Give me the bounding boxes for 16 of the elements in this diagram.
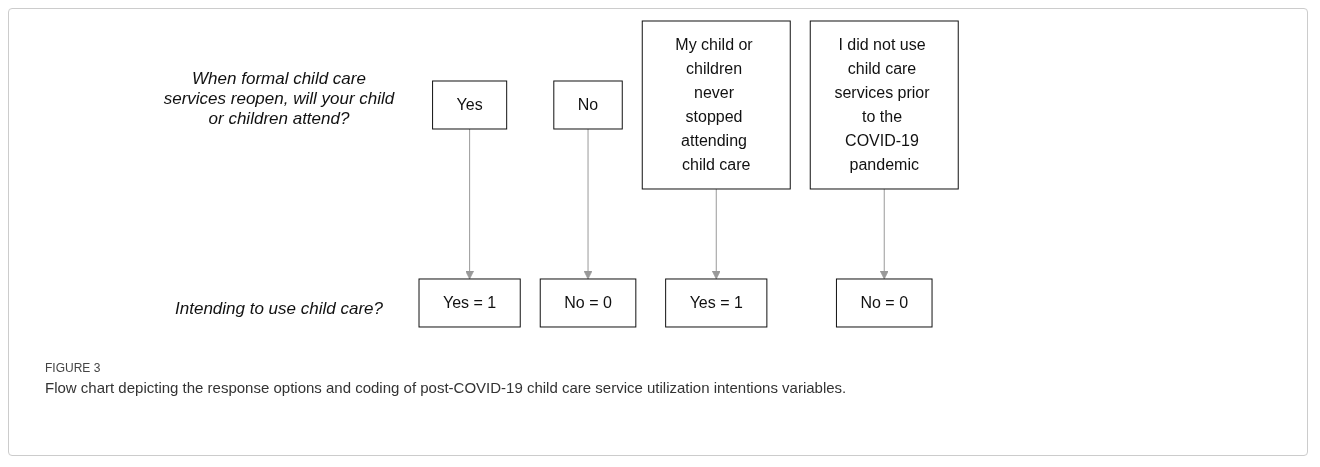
node-box: No = 0 <box>836 278 933 328</box>
arrow <box>712 188 722 280</box>
question-text: Intending to use child care? <box>174 299 384 319</box>
arrow <box>584 128 593 280</box>
figure-label: FIGURE 3 <box>45 361 102 375</box>
node-box: I did not use child care services prior to the COVID-19 pandemic <box>810 20 960 190</box>
node-box: No <box>553 80 624 130</box>
node-box: My child or children never stopped attending child care <box>642 20 792 190</box>
node-box: Yes = 1 <box>418 278 522 328</box>
question-text: When formal child care services reopen, will your child or children attend? <box>162 69 396 129</box>
node-box: Yes = 1 <box>665 278 768 328</box>
arrow <box>880 188 889 280</box>
node-box: No = 0 <box>540 278 637 328</box>
arrow <box>465 128 475 280</box>
node-box: Yes <box>432 80 508 130</box>
caption: Flow chart depicting the response options and coding of post-COVID-19 child care service utilization intentions variables. <box>45 379 848 396</box>
